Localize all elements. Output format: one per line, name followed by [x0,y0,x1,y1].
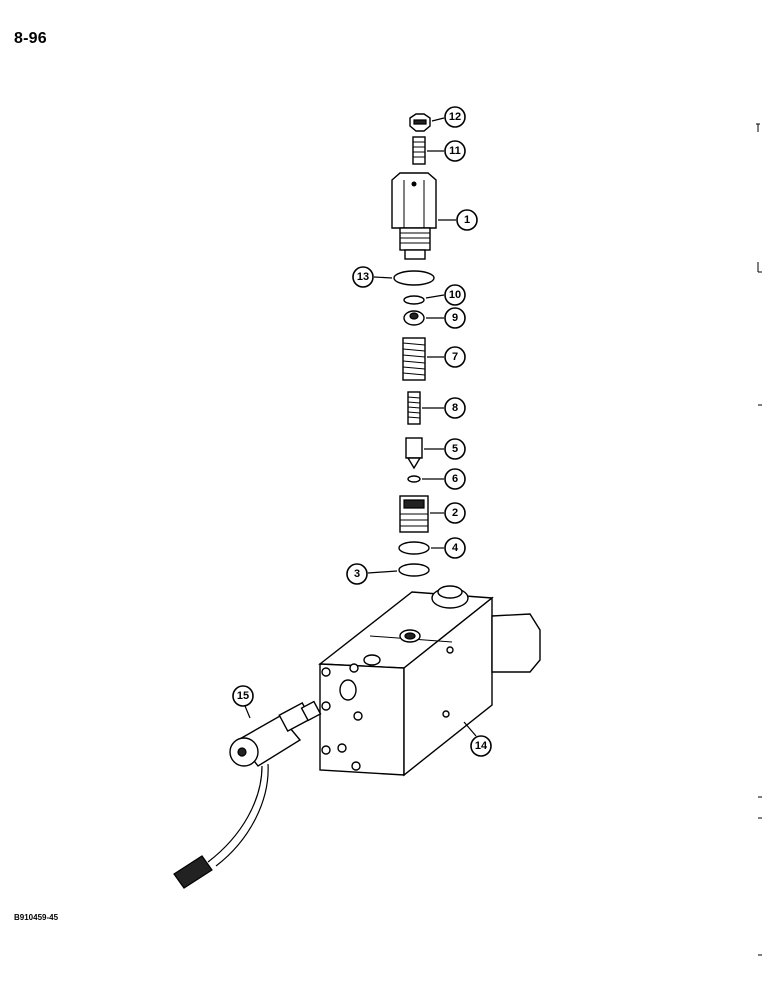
part-4-backup-ring [398,541,430,555]
callout-3: 3 [346,563,368,585]
svg-text:11: 11 [449,145,461,157]
scan-edge-marks [756,123,762,956]
callout-4: 4 [444,537,466,559]
svg-text:9: 9 [452,312,458,324]
leader-10 [425,294,445,299]
callout-2: 2 [444,502,466,524]
part-9-seat [403,310,425,326]
callout-15: 15 [232,685,254,707]
svg-text:6: 6 [452,473,458,485]
leader-14 [463,721,477,737]
svg-text:1: 1 [464,214,470,226]
svg-text:5: 5 [452,443,458,455]
callout-10: 10 [444,284,466,306]
svg-text:2: 2 [452,507,458,519]
leader-12 [431,117,445,122]
callout-9: 9 [444,307,466,329]
callout-7: 7 [444,346,466,368]
part-10-ring [403,295,425,305]
callout-11: 11 [444,140,466,162]
part-14-valve-block [318,585,541,777]
svg-text:4: 4 [452,542,459,554]
svg-text:14: 14 [475,740,488,752]
svg-text:7: 7 [452,351,458,363]
svg-text:15: 15 [237,690,249,702]
callout-5: 5 [444,438,466,460]
callout-8: 8 [444,397,466,419]
callout-12: 12 [444,106,466,128]
leader-3 [367,570,398,574]
callout-13: 13 [352,266,374,288]
part-12-cap-nut [409,113,431,132]
svg-text:10: 10 [449,289,461,301]
page-number: 8-96 [14,30,47,47]
callout-1: 1 [456,209,478,231]
callout-6: 6 [444,468,466,490]
part-8-spring [407,391,421,425]
part-5-poppet [405,437,423,470]
svg-text:13: 13 [357,271,369,283]
figure-code: B910459-45 [14,913,59,922]
part-2-cage [399,495,429,533]
part-11-set-screw [412,136,426,165]
svg-text:8: 8 [452,402,458,414]
part-15-solenoid [173,700,322,889]
part-6-o-ring [407,475,421,483]
part-1-valve-cartridge [391,172,437,260]
svg-text:3: 3 [354,568,360,580]
svg-text:12: 12 [449,111,461,123]
part-7-spring [402,337,426,381]
part-13-o-ring [393,270,435,286]
leader-13 [373,276,393,279]
part-3-o-ring [398,563,430,577]
leader-15 [244,705,251,719]
callout-14: 14 [470,735,492,757]
